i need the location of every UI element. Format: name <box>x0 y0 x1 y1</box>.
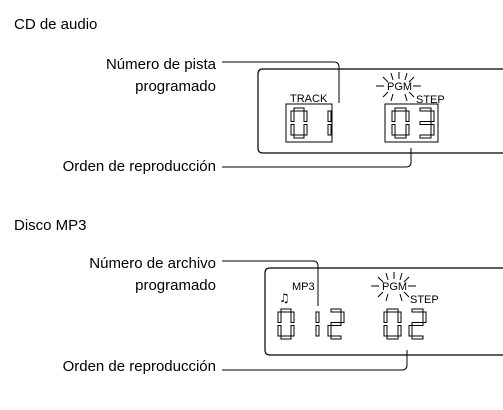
cd-track-number-label-line2: programado <box>135 78 216 95</box>
mp3-pgm-blink-icon <box>371 272 416 302</box>
digit-segment <box>386 308 399 313</box>
cd-step-digit-0 <box>391 107 410 139</box>
cd-display-panel <box>257 68 503 154</box>
music-note-icon: ♫ <box>279 291 290 305</box>
mp3-order-leader-line <box>222 350 408 371</box>
mp3-file-digit-1 <box>315 311 320 337</box>
mp3-file-number-label-line2: programado <box>135 277 216 294</box>
digit-segment <box>394 107 407 112</box>
mp3-file-number-label: Número de archivo programado <box>26 253 216 297</box>
digit-segment <box>315 325 320 337</box>
cd-order-leader-line <box>222 148 412 168</box>
digit-segment <box>422 311 427 323</box>
digit-segment <box>408 325 413 337</box>
mp3-play-order-label: Orden de reproducción <box>62 358 216 375</box>
digit-segment <box>290 110 295 122</box>
cd-track-digit-1 <box>327 110 332 136</box>
digit-segment <box>383 325 388 337</box>
digit-segment <box>280 335 292 340</box>
cd-track-digit-0 <box>290 107 308 139</box>
digit-segment <box>383 311 388 323</box>
digit-segment <box>405 110 410 122</box>
digit-segment <box>327 325 332 337</box>
digit-segment <box>394 134 407 139</box>
cd-step-digit-1 <box>419 107 435 139</box>
cd-track-digit-box <box>285 103 333 143</box>
mp3-section-title: Disco MP3 <box>14 217 87 234</box>
digit-segment <box>330 308 342 313</box>
digit-segment <box>405 124 410 136</box>
digit-segment <box>277 311 282 323</box>
digit-segment <box>391 124 396 136</box>
digit-segment <box>293 134 305 139</box>
cd-step-digit-box <box>384 103 439 143</box>
mp3-file-leader-line <box>222 260 319 306</box>
digit-segment <box>327 124 332 136</box>
cd-pgm-tag: PGM <box>387 81 412 93</box>
digit-segment <box>430 124 435 136</box>
digit-segment <box>290 311 295 323</box>
mp3-tag: MP3 <box>292 281 315 293</box>
digit-segment <box>280 308 292 313</box>
digit-segment <box>330 322 342 326</box>
mp3-file-digit-2 <box>327 308 345 340</box>
digit-segment <box>315 311 320 323</box>
cd-track-leader-line <box>222 61 340 103</box>
digit-segment <box>303 110 308 122</box>
digit-segment <box>411 335 424 340</box>
mp3-file-digits <box>277 308 345 340</box>
digit-segment <box>430 110 435 122</box>
mp3-step-digit-0 <box>383 308 402 340</box>
digit-segment <box>293 107 305 112</box>
digit-segment <box>290 325 295 337</box>
cd-section-title: CD de audio <box>14 16 98 33</box>
cd-track-tag: TRACK <box>290 93 328 105</box>
mp3-file-digit-0 <box>277 308 295 340</box>
digit-segment <box>340 311 345 323</box>
mp3-step-digit-1 <box>408 308 427 340</box>
digit-segment <box>290 124 295 136</box>
digit-segment <box>277 325 282 337</box>
digit-segment <box>419 107 432 112</box>
digit-segment <box>327 110 332 122</box>
digit-segment <box>397 311 402 323</box>
cd-step-digits <box>391 107 435 139</box>
mp3-step-digits <box>383 308 427 340</box>
digit-segment <box>419 121 432 125</box>
digit-segment <box>411 308 424 313</box>
digit-segment <box>386 335 399 340</box>
mp3-pgm-tag: PGM <box>382 281 407 293</box>
cd-step-tag: STEP <box>416 94 445 106</box>
cd-play-order-label: Orden de reproducción <box>62 158 216 175</box>
mp3-step-tag: STEP <box>410 294 439 306</box>
cd-track-number-label: Número de pista programado <box>26 54 216 98</box>
digit-segment <box>330 335 342 340</box>
mp3-file-number-label-line1: Número de archivo <box>89 255 216 272</box>
digit-segment <box>303 124 308 136</box>
digit-segment <box>411 322 424 326</box>
digit-segment <box>419 134 432 139</box>
digit-segment <box>397 325 402 337</box>
cd-pgm-blink-icon <box>376 72 421 102</box>
cd-track-digits <box>290 107 332 139</box>
cd-track-number-label-line1: Número de pista <box>105 56 216 73</box>
digit-segment <box>391 110 396 122</box>
mp3-display-panel <box>264 267 503 356</box>
